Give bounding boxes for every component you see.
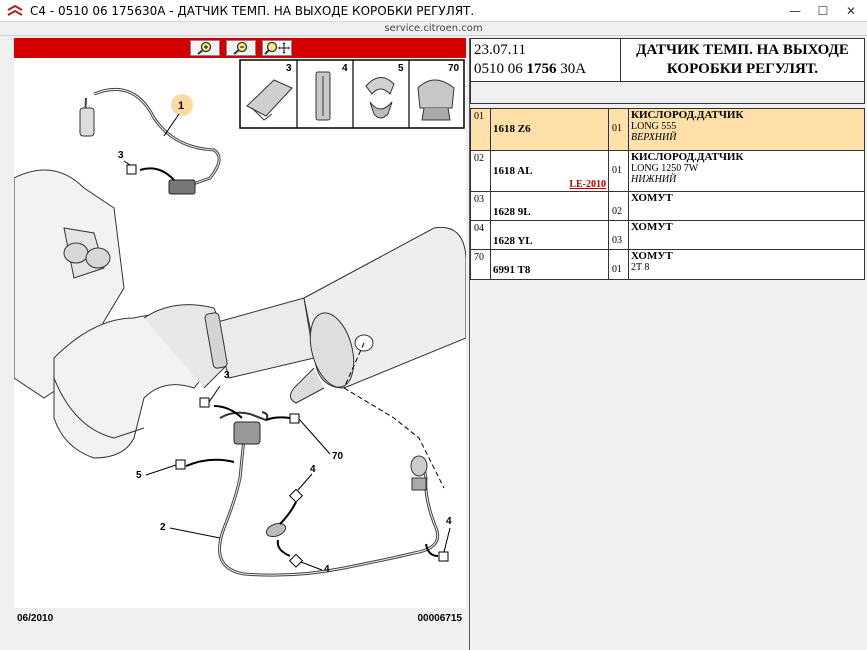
thumb-label-3: 3: [286, 63, 292, 74]
row-reference: 1618 AL: [493, 165, 533, 177]
callout-5: 5: [136, 470, 142, 481]
parts-table: 01 1618 Z6 01 КИСЛОРОД.ДАТЧИК LONG 555 В…: [470, 108, 865, 280]
zoom-out-button[interactable]: [226, 40, 256, 56]
row-index: 04: [471, 221, 491, 249]
header-reference: 0510 06 1756 30A: [474, 61, 587, 77]
window-title: C4 - 0510 06 175630A - ДАТЧИК ТЕМП. НА В…: [30, 4, 475, 18]
row-description: КИСЛОРОД.ДАТЧИК LONG 1250 7W НИЖНИЙ: [631, 151, 744, 186]
diagram-pane: 3 4 5 70: [13, 38, 467, 624]
callout-3-bottom: 3: [224, 370, 230, 381]
zoom-pan-button[interactable]: [262, 40, 292, 56]
thumb-label-70: 70: [448, 63, 460, 74]
diagram-toolbar: [14, 38, 466, 58]
maximize-button[interactable]: ☐: [817, 4, 829, 18]
row-description: ХОМУТ 2T 8: [631, 250, 673, 274]
row-description: ХОМУТ: [631, 221, 673, 233]
minimize-button[interactable]: —: [789, 4, 801, 18]
row-reference: 1628 9L: [493, 206, 531, 218]
zoom-pan-icon: [264, 41, 290, 55]
zoom-in-button[interactable]: [190, 40, 220, 56]
table-row[interactable]: 70 6991 T8 01 ХОМУТ 2T 8: [471, 250, 864, 279]
header-meta: 23.07.11 0510 06 1756 30A: [471, 39, 621, 81]
callout-2: 2: [160, 522, 166, 533]
row-quantity: 02: [609, 192, 629, 220]
row-quantity: 01: [609, 109, 629, 150]
callout-4-middle: 4: [310, 464, 316, 475]
table-row[interactable]: 01 1618 Z6 01 КИСЛОРОД.ДАТЧИК LONG 555 В…: [471, 109, 864, 151]
row-ref-cell: 1628 YL: [491, 221, 609, 249]
row-quantity: 01: [609, 151, 629, 191]
header-date: 23.07.11: [474, 42, 526, 58]
drawing-date-code: 06/2010: [17, 613, 54, 624]
exhaust-assembly-illustration: 3 4 5 70: [13, 59, 467, 577]
row-description: КИСЛОРОД.ДАТЧИК LONG 555 ВЕРХНИЙ: [631, 109, 744, 144]
exhaust-manifold-graphic: [13, 169, 467, 459]
parts-header: 23.07.11 0510 06 1756 30A ДАТЧИК ТЕМП. Н…: [470, 38, 865, 82]
row-index: 70: [471, 250, 491, 279]
header-spacer: [470, 82, 865, 104]
row-ref-cell: 1628 9L: [491, 192, 609, 220]
table-row[interactable]: 03 1628 9L 02 ХОМУТ: [471, 192, 864, 221]
row-ref-cell: 1618 AL LE-2010: [491, 151, 609, 191]
thumb-label-5: 5: [398, 63, 404, 74]
row-ref-cell: 1618 Z6: [491, 109, 609, 150]
drawing-image-code: 00006715: [417, 613, 463, 624]
row-index: 02: [471, 151, 491, 191]
lower-oxygen-sensor-graphic: [218, 411, 440, 577]
row-quantity: 01: [609, 250, 629, 279]
zoom-out-icon: [233, 41, 248, 55]
row-quantity: 03: [609, 221, 629, 249]
upper-oxygen-sensor-graphic: 1: [79, 88, 221, 195]
row-description: ХОМУТ: [631, 192, 673, 204]
table-row[interactable]: 02 1618 AL LE-2010 01 КИСЛОРОД.ДАТЧИК LO…: [471, 151, 864, 192]
row-reference: 1628 YL: [493, 235, 533, 247]
row-index: 01: [471, 109, 491, 150]
supersession-link[interactable]: LE-2010: [569, 179, 606, 190]
parts-pane: 23.07.11 0510 06 1756 30A ДАТЧИК ТЕМП. Н…: [469, 38, 867, 650]
thumb-label-4: 4: [342, 63, 348, 74]
close-button[interactable]: ✕: [845, 4, 857, 18]
callout-70: 70: [332, 451, 344, 462]
clip-thumbnails: 3 4 5 70: [239, 59, 465, 129]
header-title: ДАТЧИК ТЕМП. НА ВЫХОДЕ КОРОБКИ РЕГУЛЯТ.: [636, 42, 849, 77]
row-index: 03: [471, 192, 491, 220]
exploded-parts-drawing: 3 4 5 70: [13, 58, 467, 624]
zoom-in-icon: [197, 41, 212, 55]
callout-1: 1: [178, 100, 184, 112]
title-bar: C4 - 0510 06 175630A - ДАТЧИК ТЕМП. НА В…: [0, 0, 867, 22]
callout-4-bottom: 4: [324, 564, 330, 575]
row-reference: 6991 T8: [493, 264, 531, 276]
callout-3-top: 3: [118, 150, 124, 161]
row-reference: 1618 Z6: [493, 123, 531, 135]
url-bar: service.citroen.com: [0, 22, 867, 36]
row-ref-cell: 6991 T8: [491, 250, 609, 279]
callout-4-right: 4: [446, 516, 452, 527]
table-row[interactable]: 04 1628 YL 03 ХОМУТ: [471, 221, 864, 250]
citroen-logo-icon: [7, 4, 23, 16]
